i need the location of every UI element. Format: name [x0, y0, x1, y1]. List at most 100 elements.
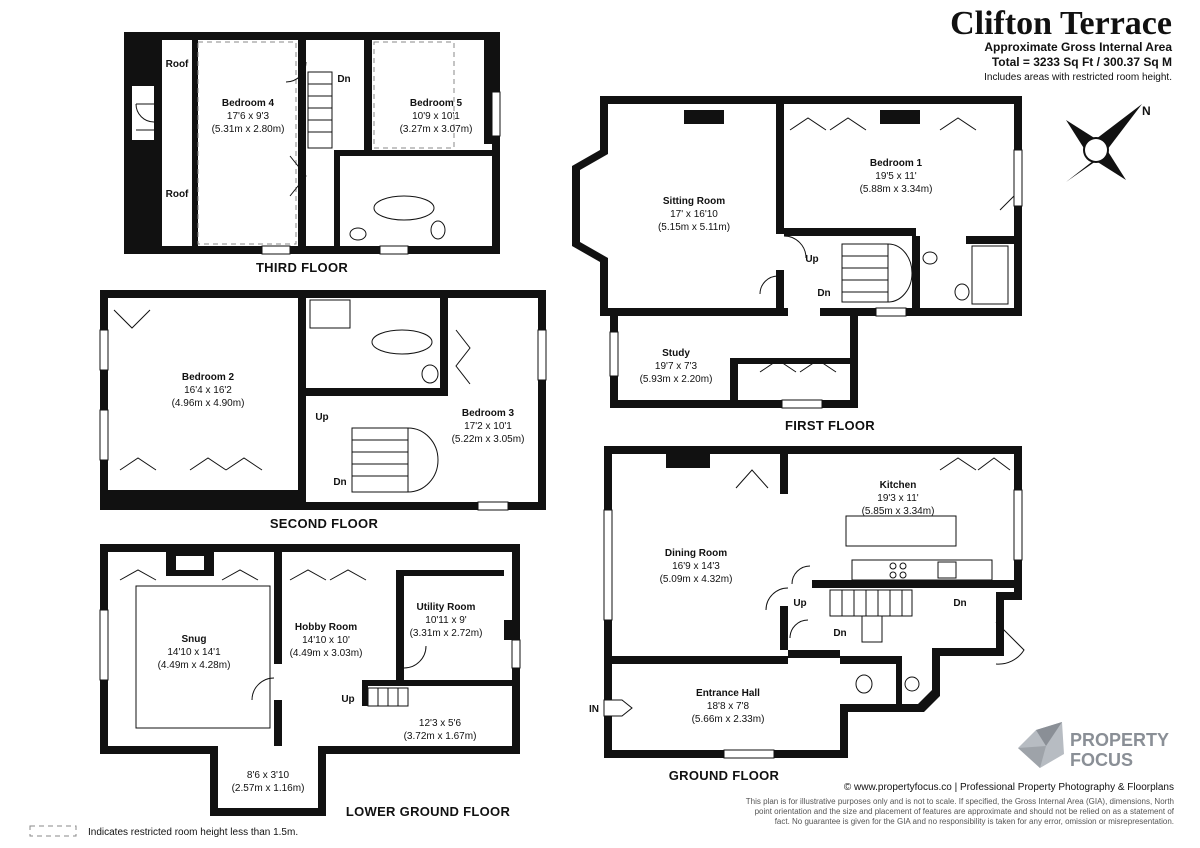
disclaimer-line2: point orientation and the size and place…	[755, 807, 1175, 816]
kitchen-dim-metric: (5.85m x 3.34m)	[862, 506, 935, 517]
dining-name: Dining Room	[665, 548, 727, 559]
hobby-name: Hobby Room	[295, 622, 357, 633]
area-total: Total = 3233 Sq Ft / 300.37 Sq M	[992, 55, 1172, 69]
utility-dim-imperial: 10'11 x 9'	[425, 615, 467, 626]
bedroom1-name: Bedroom 1	[870, 158, 923, 169]
store-dim-metric: (3.72m x 1.67m)	[404, 731, 477, 742]
roof-label-upper: Roof	[166, 59, 189, 70]
toilet-icon-first	[954, 283, 970, 301]
sitting-dim-imperial: 17' x 16'10	[670, 209, 718, 220]
study-dim-metric: (5.93m x 2.20m)	[640, 374, 713, 385]
brand-website: © www.propertyfocus.co | Professional Pr…	[844, 782, 1174, 793]
compass-north-label: N	[1142, 104, 1151, 118]
bedroom1-dim-metric: (5.88m x 3.34m)	[860, 184, 933, 195]
stairs-ground	[829, 589, 913, 643]
utility-dim-metric: (3.31m x 2.72m)	[410, 628, 483, 639]
bedroom5-name: Bedroom 5	[410, 98, 463, 109]
snug-rug	[135, 585, 271, 729]
shower-icon	[309, 299, 351, 329]
hobby-dim-imperial: 14'10 x 10'	[302, 635, 350, 646]
lower-ground-floor-plan: Snug 14'10 x 14'1 (4.49m x 4.28m) Hobby …	[99, 544, 521, 819]
first-floor-label: FIRST FLOOR	[785, 418, 875, 433]
bedroom2-name: Bedroom 2	[182, 372, 235, 383]
bedroom3-name: Bedroom 3	[462, 408, 515, 419]
ground-floor-plan: Dining Room 16'9 x 14'3 (5.09m x 4.32m) …	[589, 446, 1025, 783]
stairs-third-dn-label: Dn	[337, 74, 350, 85]
dining-dim-imperial: 16'9 x 14'3	[672, 561, 720, 572]
second-floor-label: SECOND FLOOR	[270, 516, 379, 531]
kitchen-island	[845, 515, 957, 547]
kitchen-dim-imperial: 19'3 x 11'	[877, 493, 919, 504]
bathtub-icon	[373, 195, 435, 221]
stairs-first-dn-label: Dn	[817, 288, 830, 299]
snug-dim-imperial: 14'10 x 14'1	[167, 647, 221, 658]
bedroom2-dim-metric: (4.96m x 4.90m)	[172, 398, 245, 409]
bedroom4-dim-imperial: 17'6 x 9'3	[227, 111, 270, 122]
ground-floor-label: GROUND FLOOR	[669, 768, 780, 783]
disclaimer-line3: fact. No guarantee is given for the GIA …	[775, 817, 1174, 826]
brand-name-line2: FOCUS	[1070, 750, 1133, 770]
sitting-dim-metric: (5.15m x 5.11m)	[658, 222, 730, 233]
stairs-ground-dn-label-right: Dn	[953, 598, 966, 609]
sink-icon-ground	[904, 676, 920, 692]
entrance-name: Entrance Hall	[696, 688, 760, 699]
bedroom3-dim-metric: (5.22m x 3.05m)	[452, 434, 525, 445]
bath-icon-first	[971, 245, 1009, 305]
property-focus-logo-icon	[1018, 722, 1064, 768]
third-floor-label: THIRD FLOOR	[256, 260, 348, 275]
area-note: Includes areas with restricted room heig…	[984, 72, 1172, 83]
bedroom1-dim-imperial: 19'5 x 11'	[875, 171, 917, 182]
legend-text: Indicates restricted room height less th…	[88, 827, 298, 838]
kitchen-sink-icon	[937, 561, 957, 579]
lower-ground-floor-label: LOWER GROUND FLOOR	[346, 804, 511, 819]
third-floor-plan: Bedroom 4 17'6 x 9'3 (5.31m x 2.80m) Bed…	[124, 32, 501, 275]
sink-icon-first	[922, 251, 938, 265]
entrance-dim-imperial: 18'8 x 7'8	[707, 701, 750, 712]
compass-icon: N	[1066, 104, 1151, 182]
snug-dim-metric: (4.49m x 4.28m)	[158, 660, 231, 671]
cellar-dim-imperial: 8'6 x 3'10	[247, 770, 290, 781]
stairs-ground-dn-label-lower: Dn	[833, 628, 846, 639]
bedroom5-dim-imperial: 10'9 x 10'1	[412, 111, 460, 122]
bedroom3-dim-imperial: 17'2 x 10'1	[464, 421, 512, 432]
stairs-second-dn-label: Dn	[333, 477, 346, 488]
first-floor-plan: Sitting Room 17' x 16'10 (5.15m x 5.11m)…	[572, 96, 1023, 433]
study-name: Study	[662, 348, 690, 359]
toilet-icon-second	[421, 364, 439, 384]
snug-name: Snug	[182, 634, 207, 645]
hobby-dim-metric: (4.49m x 3.03m)	[290, 648, 363, 659]
toilet-icon-ground	[855, 674, 873, 694]
second-floor-plan: Bedroom 2 16'4 x 16'2 (4.96m x 4.90m) Be…	[99, 290, 547, 531]
property-title: Clifton Terrace	[950, 5, 1172, 42]
bedroom2-dim-imperial: 16'4 x 16'2	[184, 385, 232, 396]
restricted-height-swatch	[29, 825, 77, 837]
bedroom5-dim-metric: (3.27m x 3.07m)	[400, 124, 473, 135]
sink-icon	[349, 227, 367, 241]
stairs-ground-up-label: Up	[793, 598, 806, 609]
hob-icon	[889, 562, 907, 579]
stairs-lower-up-label: Up	[341, 694, 354, 705]
kitchen-worktop	[851, 559, 993, 581]
bathtub-icon-second	[371, 329, 433, 355]
stairs-second-up-label: Up	[315, 412, 328, 423]
bedroom4-dim-metric: (5.31m x 2.80m)	[212, 124, 285, 135]
utility-name: Utility Room	[417, 602, 476, 613]
kitchen-name: Kitchen	[880, 480, 917, 491]
entrance-arrow-icon	[603, 699, 633, 717]
sitting-name: Sitting Room	[663, 196, 725, 207]
study-dim-imperial: 19'7 x 7'3	[655, 361, 698, 372]
area-subtitle: Approximate Gross Internal Area	[984, 40, 1172, 54]
entrance-in-label: IN	[589, 704, 599, 715]
stairs-lower	[367, 687, 409, 707]
stairs-first	[841, 243, 913, 303]
roof-label-lower: Roof	[166, 189, 189, 200]
stairs-third	[307, 71, 333, 149]
dining-dim-metric: (5.09m x 4.32m)	[660, 574, 733, 585]
cellar-dim-metric: (2.57m x 1.16m)	[232, 783, 305, 794]
brand-name-line1: PROPERTY	[1070, 730, 1169, 750]
stairs-first-up-label: Up	[805, 254, 818, 265]
disclaimer-line1: This plan is for illustrative purposes o…	[746, 797, 1174, 806]
stairs-second	[351, 427, 439, 493]
entrance-dim-metric: (5.66m x 2.33m)	[692, 714, 765, 725]
